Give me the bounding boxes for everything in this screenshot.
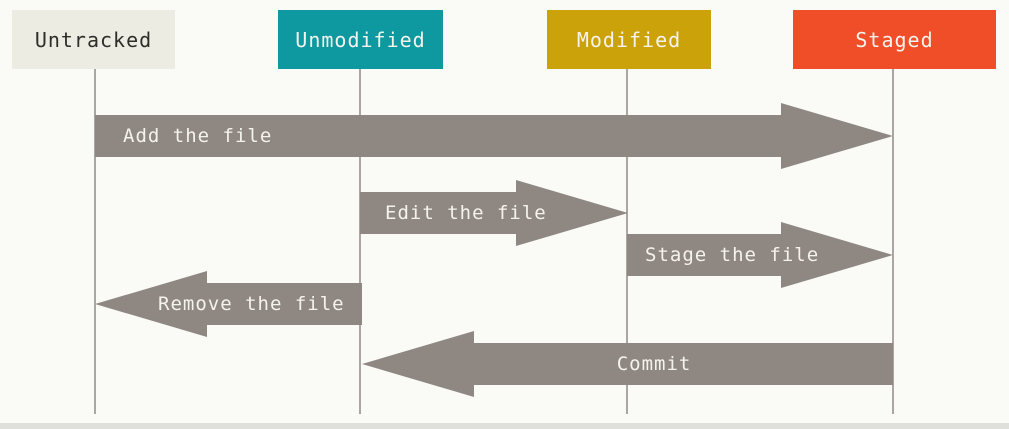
lifeline-untracked (94, 69, 96, 414)
arrowhead-right-icon (781, 222, 893, 288)
arrowhead-left-icon (95, 271, 207, 337)
arrowhead-right-icon (516, 180, 628, 246)
arrowhead-left-icon (362, 331, 474, 397)
state-label-staged: Staged (855, 27, 934, 52)
transition-label-commit: Commit (616, 353, 692, 375)
transition-arrow-add-the-file: Add the file (95, 103, 893, 169)
arrow-shaft (205, 283, 362, 325)
state-box-modified: Modified (547, 10, 711, 69)
state-label-untracked: Untracked (34, 27, 153, 52)
transition-label-stage-the-file: Stage the file (645, 244, 820, 266)
transition-arrow-commit: Commit (362, 331, 893, 397)
lifeline-staged (892, 69, 894, 414)
transition-label-add-the-file: Add the file (123, 125, 273, 147)
arrow-shaft (95, 115, 783, 157)
state-label-modified: Modified (576, 27, 682, 52)
arrow-shaft (472, 343, 893, 385)
transition-arrow-edit-the-file: Edit the file (360, 180, 628, 246)
transition-arrow-remove-the-file: Remove the file (95, 271, 362, 337)
lifeline-unmodified (359, 69, 361, 414)
state-box-staged: Staged (793, 10, 996, 69)
transition-label-edit-the-file: Edit the file (385, 202, 547, 224)
state-box-untracked: Untracked (12, 10, 175, 69)
arrowhead-right-icon (781, 103, 893, 169)
bottom-edge-strip (0, 423, 1009, 429)
arrow-shaft (627, 234, 783, 276)
arrow-shaft (360, 192, 518, 234)
transition-label-remove-the-file: Remove the file (158, 293, 345, 315)
state-box-unmodified: Unmodified (278, 10, 443, 69)
state-label-unmodified: Unmodified (295, 27, 426, 52)
transition-arrow-stage-the-file: Stage the file (627, 222, 893, 288)
